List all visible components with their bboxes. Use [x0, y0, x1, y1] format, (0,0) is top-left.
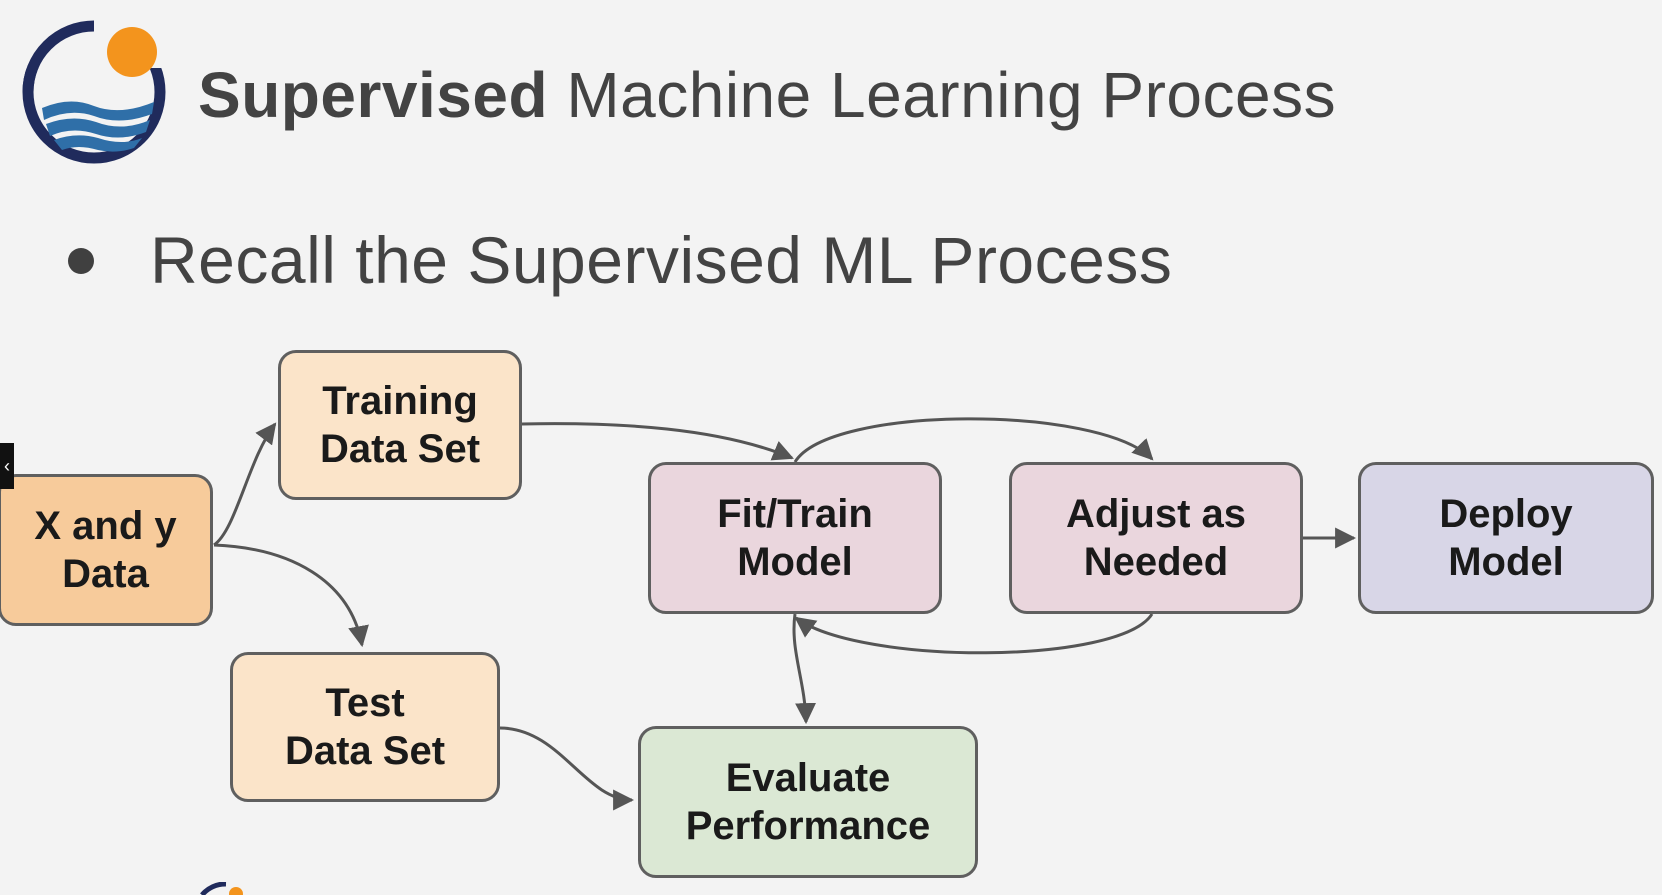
chevron-left-icon: ‹ — [4, 456, 10, 476]
node-training-data-set: Training Data Set — [278, 350, 522, 500]
edge-train-to-fit — [521, 422, 794, 461]
edge-fit-to-adjust — [793, 417, 1154, 463]
page-title: Supervised Machine Learning Process — [198, 58, 1336, 132]
node-fit-train-model: Fit/Train Model — [648, 462, 942, 614]
bullet-dot-icon — [68, 248, 94, 274]
edge-xy-to-test — [213, 543, 369, 648]
title-rest-part: Machine Learning Process — [548, 59, 1337, 131]
edge-adjust-to-fit — [794, 613, 1154, 655]
node-evaluate-performance: Evaluate Performance — [638, 726, 978, 878]
node-test-data-set: Test Data Set — [230, 652, 500, 802]
logo-icon — [20, 16, 170, 164]
edge-fit-to-evaluate — [792, 613, 817, 725]
footer-logo-fragment-icon — [200, 882, 243, 895]
edge-test-to-evaluate — [499, 726, 635, 811]
title-bold-part: Supervised — [198, 59, 549, 131]
node-deploy-model: Deploy Model — [1358, 462, 1654, 614]
edge-xy-to-train — [213, 422, 277, 547]
edges-layer — [213, 417, 1357, 811]
node-x-and-y-data: X and y Data — [0, 474, 213, 626]
side-panel-toggle[interactable]: ‹ — [0, 443, 14, 489]
node-adjust-as-needed: Adjust as Needed — [1009, 462, 1303, 614]
bullet-text: Recall the Supervised ML Process — [150, 223, 1173, 297]
